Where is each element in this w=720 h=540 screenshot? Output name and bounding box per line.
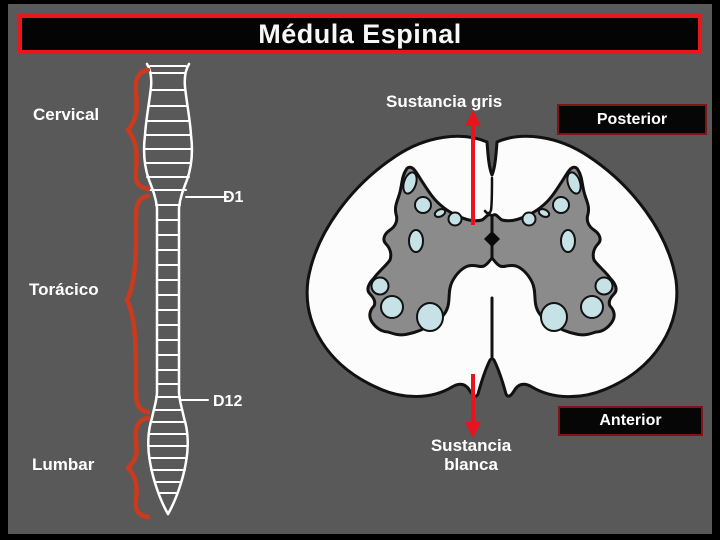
- white-matter-label-line2: blanca: [444, 454, 498, 474]
- title-bar: Médula Espinal: [18, 14, 702, 54]
- spine-segment-lines: [144, 65, 192, 494]
- region-braces: [124, 67, 151, 520]
- spinal-cord-cross-section: [305, 134, 679, 399]
- gray-matter-arrow-icon: [465, 110, 481, 225]
- lumbar-brace: [125, 415, 151, 520]
- posterior-label: Posterior: [596, 110, 668, 128]
- anterior-box: Anterior: [558, 406, 703, 436]
- marker-label-d1: D1: [223, 189, 244, 206]
- spine-right-edge: [166, 62, 194, 516]
- posterior-median-sulcus: [483, 176, 494, 215]
- page-title: Médula Espinal: [258, 18, 462, 49]
- gray-matter-shape: [366, 165, 618, 337]
- posterior-box: Posterior: [557, 104, 707, 135]
- anterior-label: Anterior: [599, 412, 662, 429]
- region-label-cervical: Cervical: [33, 105, 100, 124]
- white-matter-label-line1: Sustancia: [430, 436, 512, 455]
- central-canal: [484, 231, 500, 247]
- marker-label-d12: D12: [213, 393, 243, 410]
- gray-matter-label: Sustancia gris: [386, 92, 503, 111]
- white-matter-arrow-icon: [465, 374, 481, 438]
- region-label-toracico: Torácico: [29, 280, 99, 299]
- toracico-brace: [124, 193, 151, 415]
- spinal-cord-diagram: [142, 62, 229, 516]
- white-matter-label: Sustancia blanca: [408, 436, 534, 474]
- spine-left-edge: [142, 62, 170, 516]
- region-label-lumbar: Lumbar: [32, 455, 95, 474]
- cervical-brace: [125, 67, 151, 192]
